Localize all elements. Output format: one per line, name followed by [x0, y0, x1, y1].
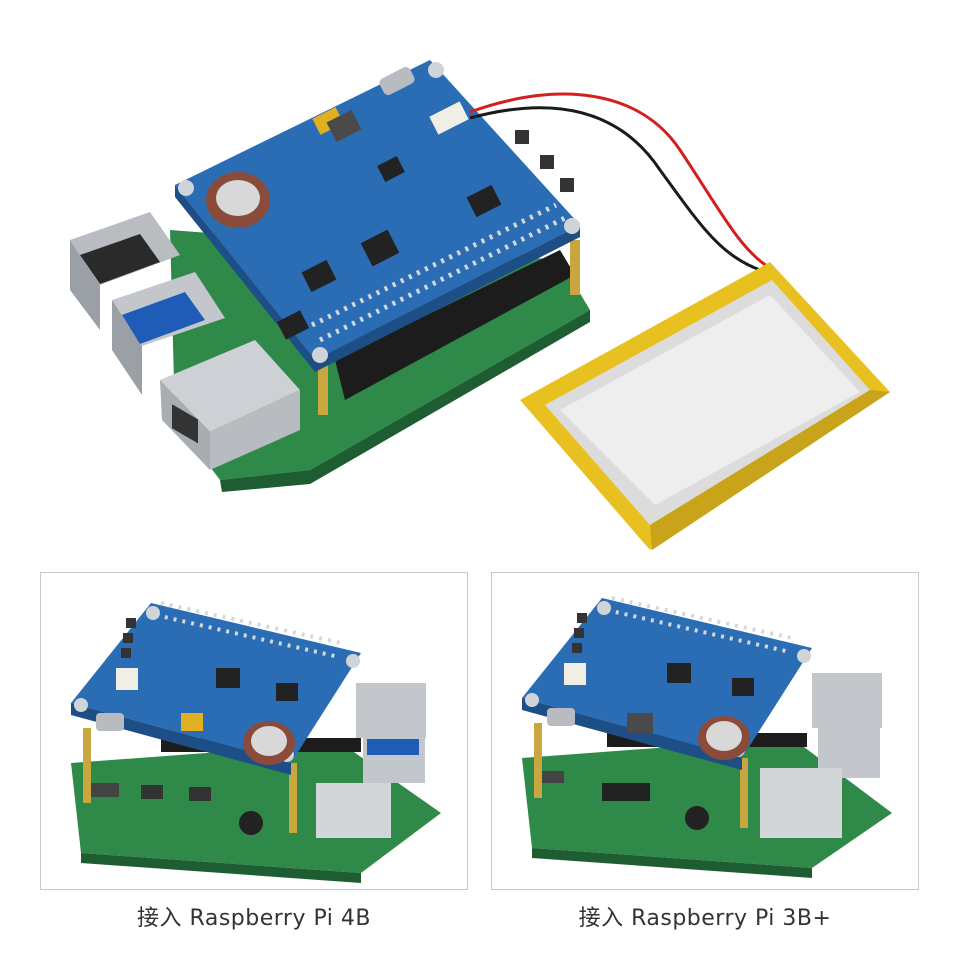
- photo-hat-on-pi4b: [71, 601, 441, 883]
- caption-pi4b: 接入 Raspberry Pi 4B: [137, 906, 371, 931]
- photo-frame-pi4b: [40, 572, 468, 890]
- battery-wire-black: [469, 106, 761, 272]
- usb-ports: [70, 212, 225, 395]
- battery-wire-red: [469, 92, 771, 270]
- hat-board: [175, 60, 580, 372]
- gpio-header-stack: [335, 250, 575, 400]
- ethernet-port: [160, 340, 300, 470]
- hero-product-photo: [70, 60, 890, 550]
- photo-hat-on-pi3b-plus: [522, 596, 892, 878]
- lipo-battery: [520, 262, 890, 550]
- caption-pi3b-plus: 接入 Raspberry Pi 3B+: [578, 906, 832, 931]
- photo-frame-pi3b-plus: [491, 572, 919, 890]
- standoffs: [318, 240, 580, 415]
